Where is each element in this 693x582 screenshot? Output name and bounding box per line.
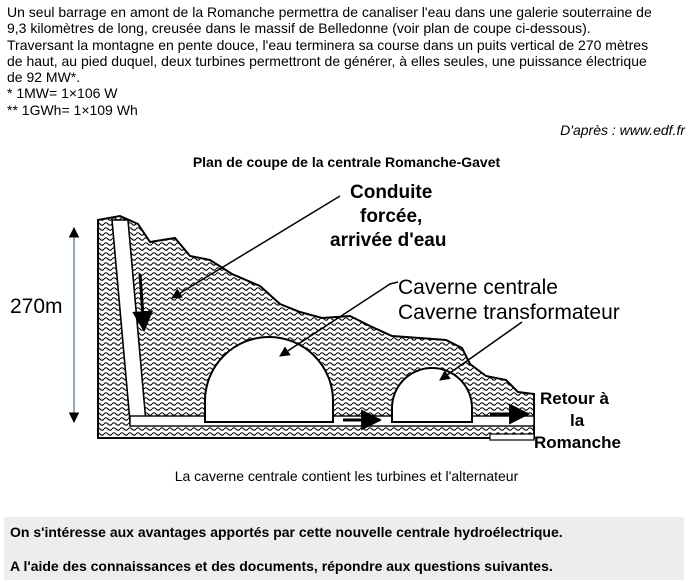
figure-caption: La caverne centrale contient les turbine… — [174, 468, 519, 484]
task-box: On s'intéresse aux avantages apportés pa… — [4, 517, 684, 580]
height-label: 270m — [10, 295, 63, 318]
intro-text: Un seul barrage en amont de la Romanche … — [7, 4, 687, 118]
footnote-gwh: ** 1GWh= 1×109 Wh — [7, 101, 138, 118]
label-retour-2: la — [570, 411, 585, 430]
task-line: On s'intéresse aux avantages apportés pa… — [10, 524, 563, 540]
footnote-mw: * 1MW= 1×106 W — [7, 85, 118, 102]
intro-line: 9,3 kilomètres de long, creusée dans le … — [7, 20, 591, 37]
intro-line: de haut, au pied duquel, deux turbines p… — [7, 52, 647, 69]
label-retour-1: Retour à — [540, 389, 610, 408]
cross-section-diagram: 270m Conduite forcée, arrivée d'eau Cave… — [10, 182, 621, 452]
figure-title: Plan de coupe de la centrale Romanche-Ga… — [192, 154, 501, 170]
label-conduite-2: forcée, — [360, 206, 422, 227]
label-caverne-centrale: Caverne centrale — [398, 276, 558, 299]
cavern-central — [204, 336, 334, 423]
intro-line: Un seul barrage en amont de la Romanche … — [7, 4, 652, 20]
label-conduite-1: Conduite — [350, 182, 432, 203]
label-caverne-transfo: Caverne transformateur — [398, 301, 620, 324]
label-retour-3: Romanche — [534, 433, 621, 452]
cavern-transformer — [391, 367, 473, 423]
pointer-caverne-transfo — [439, 321, 523, 381]
flow-arrow-down — [132, 273, 154, 333]
intro-line: Traversant la montagne en pente douce, l… — [7, 36, 649, 53]
outlet-channel — [489, 433, 535, 441]
label-conduite-3: arrivée d'eau — [330, 230, 446, 251]
intro-line: de 92 MW*. — [7, 69, 81, 86]
source-credit: D'après : www.edf.fr — [560, 122, 685, 138]
pointer-conduite — [171, 195, 341, 299]
task-line: A l'aide des connaissances et des docume… — [10, 558, 553, 574]
pointer-caverne-centrale — [279, 281, 399, 357]
